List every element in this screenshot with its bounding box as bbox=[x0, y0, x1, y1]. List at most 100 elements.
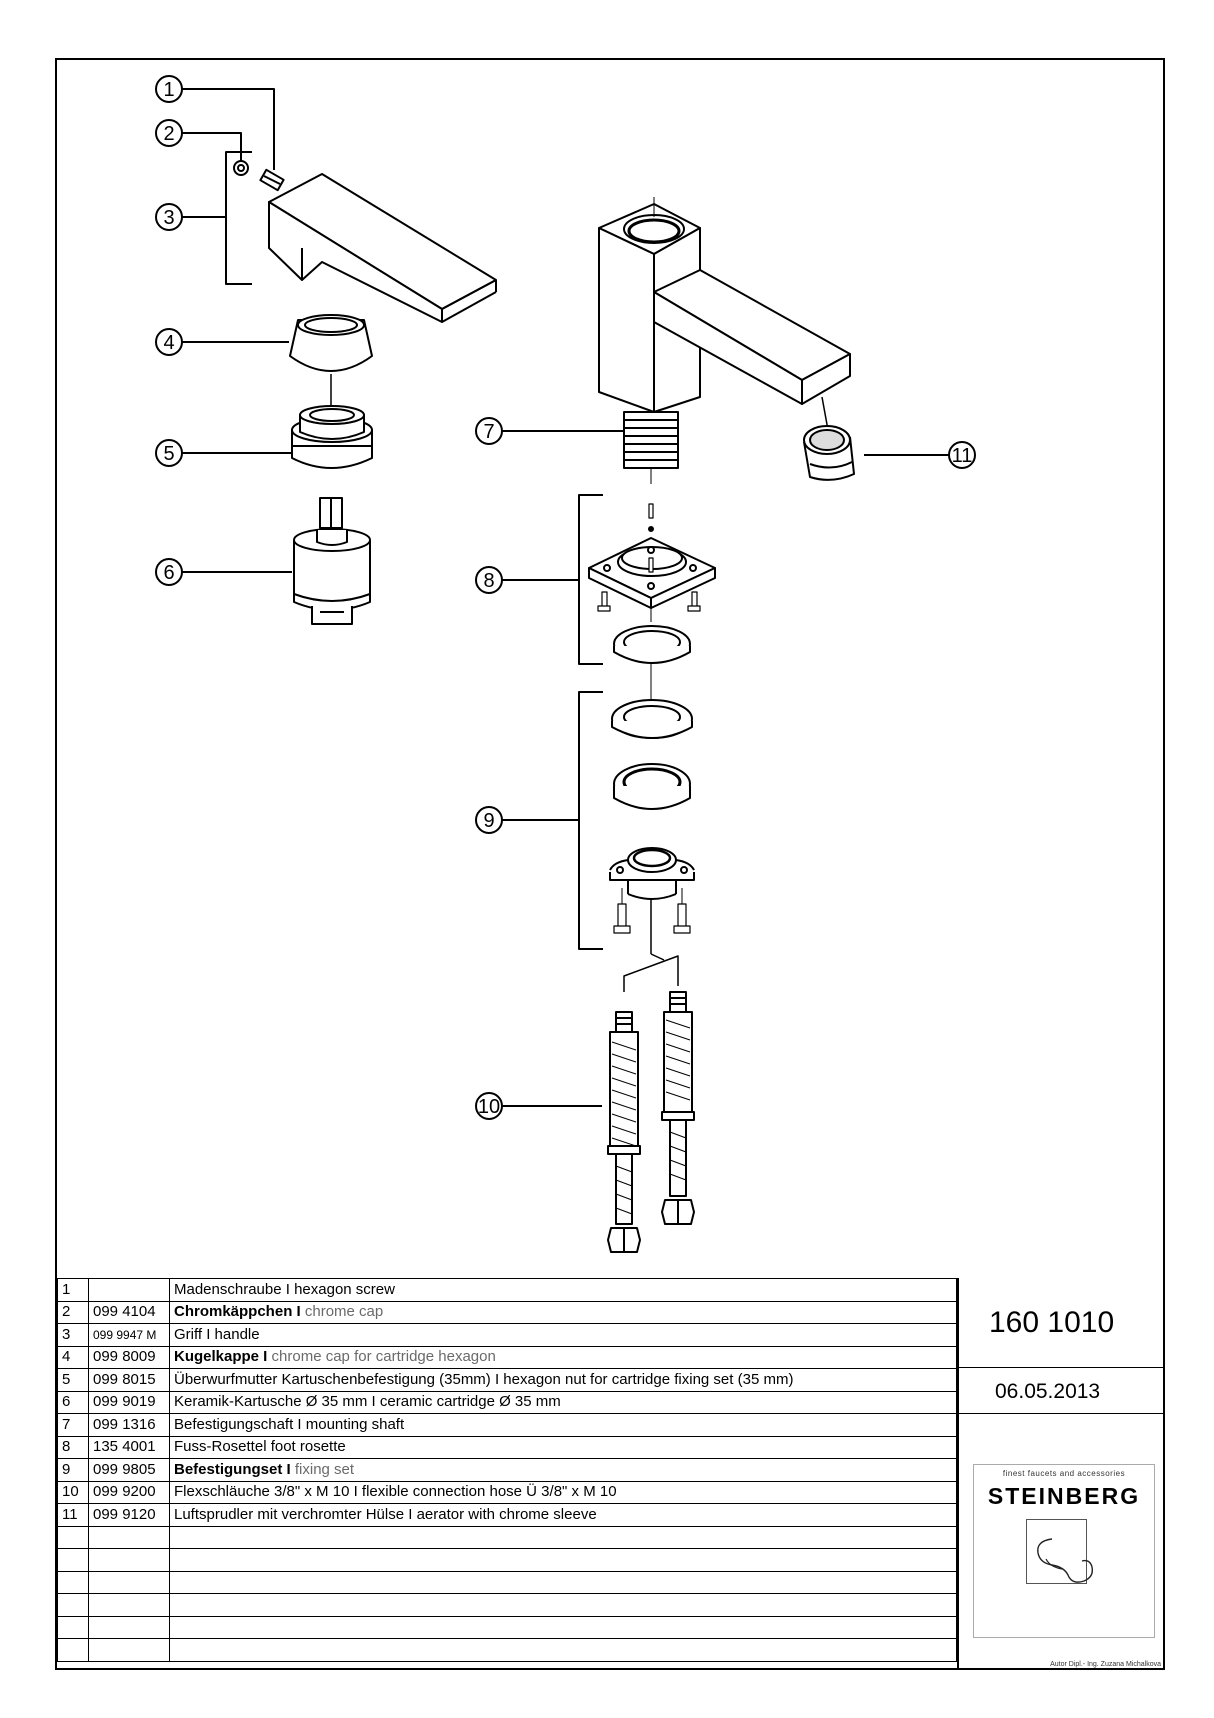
position-cell: 3 bbox=[57, 1323, 89, 1347]
description-cell: Griff I handle bbox=[169, 1323, 957, 1347]
description-en: fixing set bbox=[294, 1460, 355, 1478]
position-cell: 7 bbox=[57, 1413, 89, 1437]
description-cell bbox=[169, 1615, 957, 1639]
svg-text:10: 10 bbox=[478, 1096, 500, 1118]
hose-leader-lines bbox=[623, 898, 679, 992]
description-de: Befestigungset I bbox=[174, 1460, 291, 1478]
title-block: 160 1010 06.05.2013 finest faucets and a… bbox=[957, 1278, 1165, 1670]
svg-text:4: 4 bbox=[163, 332, 174, 354]
description-de: Befestigungschaft I mounting shaft bbox=[174, 1415, 405, 1433]
empty-table-row bbox=[57, 1525, 957, 1549]
drawing-date: 06.05.2013 bbox=[995, 1380, 1101, 1403]
description-en: chrome cap bbox=[304, 1303, 384, 1321]
product-number: 160 1010 bbox=[989, 1306, 1115, 1339]
svg-text:2: 2 bbox=[163, 123, 174, 145]
description-de: Kugelkappe I bbox=[174, 1348, 268, 1366]
position-cell bbox=[57, 1570, 89, 1594]
exploded-view-drawing: 1 2 3 4 5 6 bbox=[155, 75, 976, 1253]
steinberg-logo: finest faucets and accessories STEINBERG bbox=[973, 1464, 1155, 1638]
part-hexagon-screw bbox=[259, 168, 285, 192]
part-mounting-shaft bbox=[623, 411, 679, 484]
svg-text:5: 5 bbox=[163, 443, 174, 465]
product-number-cell: 160 1010 bbox=[959, 1278, 1165, 1368]
article-number-cell bbox=[88, 1570, 170, 1594]
callout-6: 6 bbox=[155, 558, 292, 586]
position-cell: 8 bbox=[57, 1435, 89, 1459]
part-fixing-set bbox=[609, 699, 695, 934]
svg-text:8: 8 bbox=[483, 570, 494, 592]
callout-8: 8 bbox=[475, 494, 603, 665]
empty-table-row bbox=[57, 1548, 957, 1572]
article-number-cell: 099 9947 M bbox=[88, 1323, 170, 1347]
description-cell: Überwurfmutter Kartuschenbefestigung (35… bbox=[169, 1368, 957, 1392]
callout-3: 3 bbox=[155, 151, 252, 285]
position-cell bbox=[57, 1548, 89, 1572]
description-en: chrome cap for cartridge hexagon bbox=[271, 1348, 496, 1366]
part-flex-hose-right bbox=[661, 991, 695, 1225]
description-de: Flexschläuche 3/8" x M 10 I flexible con… bbox=[174, 1483, 617, 1501]
description-cell: Kugelkappe I chrome cap for cartridge he… bbox=[169, 1345, 957, 1369]
callout-10: 10 bbox=[475, 1092, 602, 1120]
callout-5: 5 bbox=[155, 439, 292, 467]
date-cell: 06.05.2013 bbox=[959, 1368, 1165, 1414]
article-number-cell: 099 8009 bbox=[88, 1345, 170, 1369]
position-cell bbox=[57, 1638, 89, 1662]
article-number-cell: 099 1316 bbox=[88, 1413, 170, 1437]
article-number-cell: 099 9120 bbox=[88, 1503, 170, 1527]
description-cell bbox=[169, 1570, 957, 1594]
svg-text:7: 7 bbox=[483, 421, 494, 443]
position-cell: 4 bbox=[57, 1345, 89, 1369]
part-hexagon-nut bbox=[291, 405, 373, 469]
part-aerator bbox=[803, 396, 855, 481]
svg-text:11: 11 bbox=[952, 445, 973, 467]
part-chrome-cap bbox=[289, 314, 373, 372]
position-cell bbox=[57, 1525, 89, 1549]
drawing-sheet: 1 2 3 4 5 6 bbox=[55, 58, 1165, 1670]
article-number-cell bbox=[88, 1548, 170, 1572]
svg-text:6: 6 bbox=[163, 562, 174, 584]
article-number-cell bbox=[88, 1615, 170, 1639]
article-number-cell: 135 4001 bbox=[88, 1435, 170, 1459]
position-cell bbox=[57, 1593, 89, 1617]
position-cell: 9 bbox=[57, 1458, 89, 1482]
position-cell bbox=[57, 1615, 89, 1639]
part-foot-rosette bbox=[588, 503, 716, 622]
callout-9: 9 bbox=[475, 691, 603, 950]
description-cell: Keramik-Kartusche Ø 35 mm I ceramic cart… bbox=[169, 1390, 957, 1414]
part-faucet-body bbox=[598, 197, 851, 413]
callout-1: 1 bbox=[155, 75, 275, 170]
part-flex-hose-left bbox=[607, 1011, 641, 1253]
position-cell: 6 bbox=[57, 1390, 89, 1414]
description-cell bbox=[169, 1638, 957, 1662]
callout-11: 11 bbox=[864, 441, 976, 469]
description-cell: Chromkäppchen I chrome cap bbox=[169, 1300, 957, 1324]
description-cell: Flexschläuche 3/8" x M 10 I flexible con… bbox=[169, 1480, 957, 1504]
article-number-cell: 099 9805 bbox=[88, 1458, 170, 1482]
empty-table-row bbox=[57, 1638, 957, 1662]
article-number-cell: 099 8015 bbox=[88, 1368, 170, 1392]
logo-tagline: finest faucets and accessories bbox=[1002, 1469, 1126, 1478]
part-rosette-gasket bbox=[613, 625, 691, 664]
description-cell: Befestigungschaft I mounting shaft bbox=[169, 1413, 957, 1437]
svg-text:1: 1 bbox=[163, 79, 174, 101]
part-ceramic-cartridge bbox=[293, 497, 371, 625]
part-chrome-cap-small bbox=[233, 160, 249, 176]
logo-mark-icon bbox=[1026, 1519, 1094, 1584]
description-de: Griff I handle bbox=[174, 1325, 260, 1343]
description-cell: Madenschraube I hexagon screw bbox=[169, 1278, 957, 1302]
description-cell: Luftsprudler mit verchromter Hülse I aer… bbox=[169, 1503, 957, 1527]
svg-text:9: 9 bbox=[483, 810, 494, 832]
part-handle bbox=[268, 173, 497, 323]
logo-brand: STEINBERG bbox=[987, 1483, 1141, 1509]
description-cell bbox=[169, 1548, 957, 1572]
